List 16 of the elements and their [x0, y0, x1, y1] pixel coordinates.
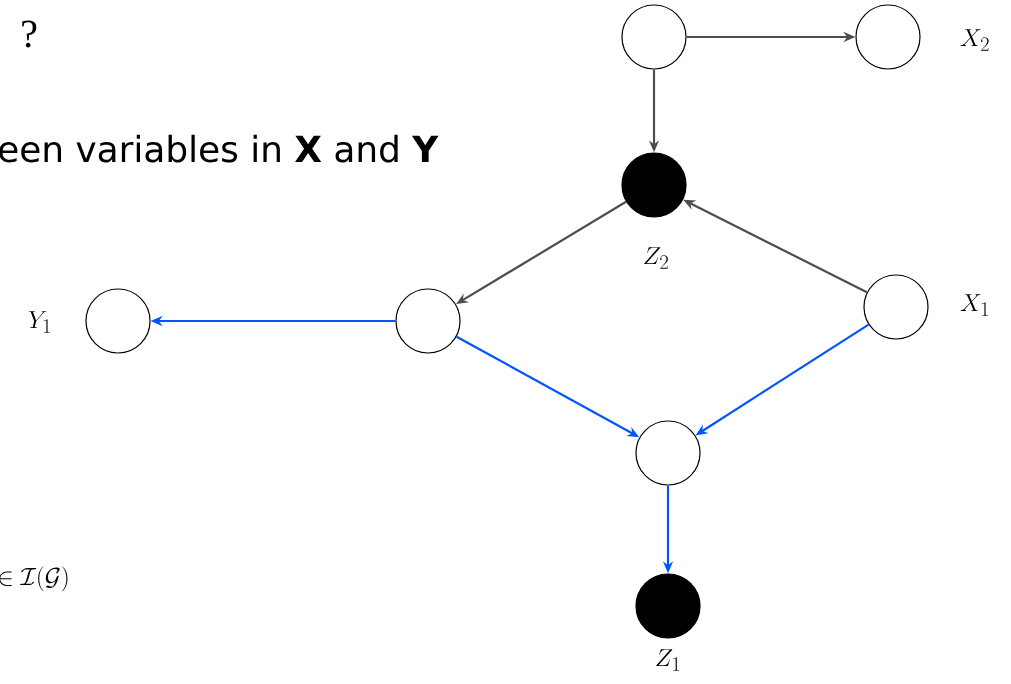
node-circle — [621, 4, 687, 70]
filled-node-circle — [635, 573, 701, 639]
variable-label: $Y_1$ — [28, 311, 50, 333]
node-circle — [395, 288, 461, 354]
variable-label: $X_2$ — [960, 29, 989, 51]
node-circle — [855, 4, 921, 70]
node-circle — [85, 288, 151, 354]
slide-text: $\in \mathcal{I}(\mathcal{G})$ — [0, 566, 68, 592]
variable-label: $Z_2$ — [644, 247, 668, 269]
slide-text: ? — [22, 20, 37, 48]
node-circle — [635, 420, 701, 486]
variable-label: $X_1$ — [960, 294, 988, 316]
node-circle — [863, 274, 929, 340]
variable-label: $Z_1$ — [656, 649, 680, 671]
slide-text: een variables in X and Y — [0, 134, 439, 163]
filled-node-circle — [621, 152, 687, 218]
